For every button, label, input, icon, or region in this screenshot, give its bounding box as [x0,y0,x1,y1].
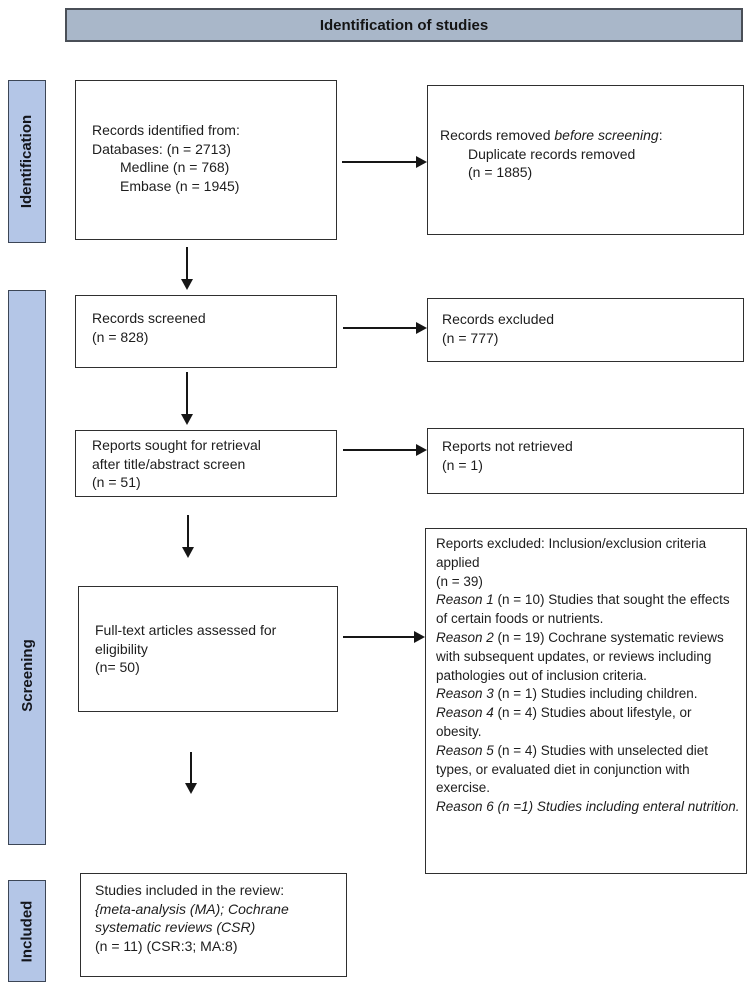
records-screened-box: Records screened (n = 828) [75,295,337,368]
stage-label-identification: Identification [8,80,46,243]
box-text-line: Full-text articles assessed for [95,622,277,638]
arrow-sought-to-fulltext [182,515,194,558]
records-identified-box: Records identified from: Databases: (n =… [75,80,337,240]
diagram-title: Identification of studies [319,16,489,34]
arrow-screened-to-sought [181,372,193,425]
box-text-line: (n= 50) [95,659,140,675]
box-text-line: Records removed before screening: [440,127,663,143]
box-text-line: Reports not retrieved [442,438,573,454]
exclusion-reason: Reason 1 (n = 10) Studies that sought th… [436,592,730,627]
box-text-line: (n = 39) [436,573,483,589]
arrow-fulltext-to-included [185,752,197,794]
stage-label-screening: Screening [8,290,46,845]
arrow-identified-to-screened [181,247,193,290]
box-text-line: {meta-analysis (MA); Cochrane [95,900,289,917]
stage-label-included-text: Included [18,900,36,962]
reports-not-retrieved-box: Reports not retrieved (n = 1) [427,428,744,494]
box-text-line: Databases: (n = 2713) [92,140,231,157]
box-text-line: after title/abstract screen [92,455,246,472]
exclusion-reason: Reason 4 (n = 4) Studies about lifestyle… [436,705,692,739]
box-text-line: (n = 1) [442,456,483,473]
box-text-line: eligibility [95,640,148,657]
records-removed-box: Records removed before screening: Duplic… [427,85,744,235]
arrow-fulltext-to-reasons [343,631,425,643]
exclusion-reason: Reason 2 (n = 19) Cochrane systematic re… [436,629,724,683]
stage-label-included: Included [8,880,46,982]
stage-label-identification-text: Identification [18,114,36,209]
box-text-line: (n = 828) [92,328,149,345]
exclusion-reason: Reason 6 (n =1) Studies including entera… [436,799,740,815]
box-text-line: Studies included in the review: [95,882,285,898]
box-text-line: Reports sought for retrieval [92,437,261,453]
box-text-line: Records excluded [442,311,555,327]
records-excluded-box: Records excluded (n = 777) [427,298,744,362]
box-text-line: (n = 11) (CSR:3; MA:8) [95,937,238,954]
exclusion-reason: Reason 5 (n = 4) Studies with unselected… [436,742,709,796]
box-text-line: (n = 51) [92,474,141,490]
box-text-line: Medline (n = 768) [120,159,230,175]
stage-label-screening-text: Screening [18,639,36,712]
box-text-line: Duplicate records removed [468,145,636,162]
full-text-assessed-box: Full-text articles assessed for eligibil… [78,586,338,712]
box-text-line: (n = 1885) [468,164,533,180]
studies-included-box: Studies included in the review: {meta-an… [80,873,347,977]
arrow-identified-to-removed [342,156,427,168]
diagram-title-bar: Identification of studies [65,8,743,42]
box-text-line: systematic reviews (CSR) [95,919,256,935]
box-text-line: Records identified from: [92,122,240,138]
reports-sought-box: Reports sought for retrieval after title… [75,430,337,497]
box-text-line: Reports excluded: Inclusion/exclusion cr… [436,536,707,570]
arrow-sought-to-not-retrieved [343,444,427,456]
box-text-line: Embase (n = 1945) [120,177,240,194]
box-text-line: (n = 777) [442,329,499,346]
exclusion-reason: Reason 3 (n = 1) Studies including child… [436,686,698,702]
box-text-line: Records screened [92,310,206,326]
arrow-screened-to-excluded [343,322,427,334]
reports-excluded-reasons-box: Reports excluded: Inclusion/exclusion cr… [425,528,747,874]
